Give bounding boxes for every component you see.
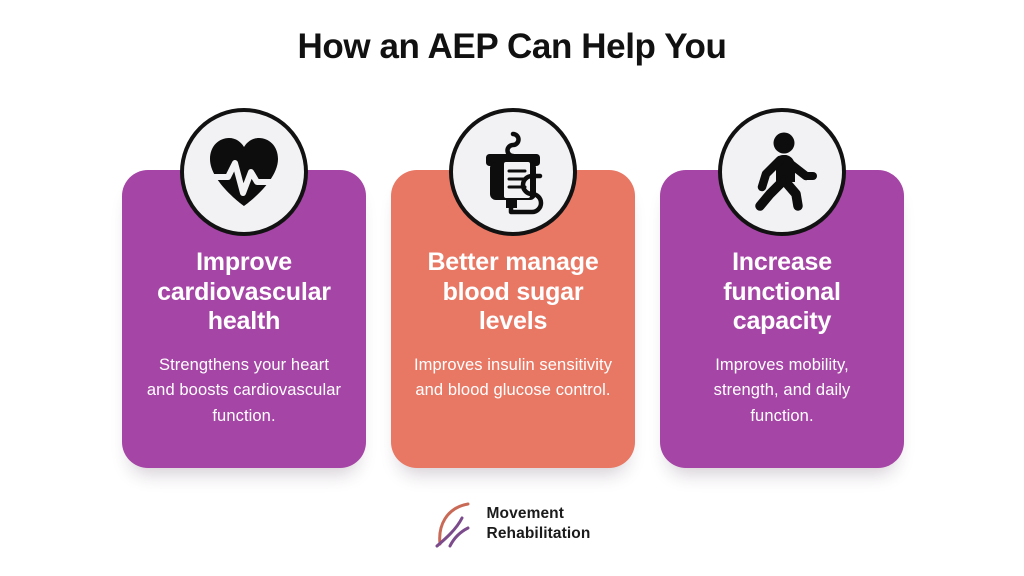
benefit-card-increase-functional-capacity: Increase functional capacity Improves mo… [660,108,904,468]
benefit-card-description: Strengthens your heart and boosts cardio… [146,355,342,425]
logo-wordmark-line2: Rehabilitation [486,525,591,542]
logo-wordmark: Movement Rehabilitation [487,504,591,544]
benefit-card-improve-cardiovascular-health: Improve cardiovascular health Strengthen… [122,108,366,468]
benefit-card-better-manage-blood-sugar-levels: Better manage blood sugar levels Improve… [391,108,635,468]
benefit-card-title: Improve cardiovascular health [157,248,331,335]
benefit-card-description: Improves mobility, strength, and daily f… [713,355,851,425]
page-title: How an AEP Can Help You [297,27,727,66]
movement-rehabilitation-swoosh-icon [435,502,470,548]
footer-logo: Movement Rehabilitation [0,500,1024,548]
walking-person-icon [718,108,846,236]
heart-pulse-icon [180,108,308,236]
benefit-card-description: Improves insulin sensitivity and blood g… [413,355,613,400]
benefit-card-title: Increase functional capacity [723,248,841,335]
benefit-cards-row: Improve cardiovascular health Strengthen… [122,108,904,470]
iv-blood-bag-icon [449,108,577,236]
logo-wordmark-line1: Movement [486,505,564,523]
benefit-card-title: Better manage blood sugar levels [427,248,599,335]
